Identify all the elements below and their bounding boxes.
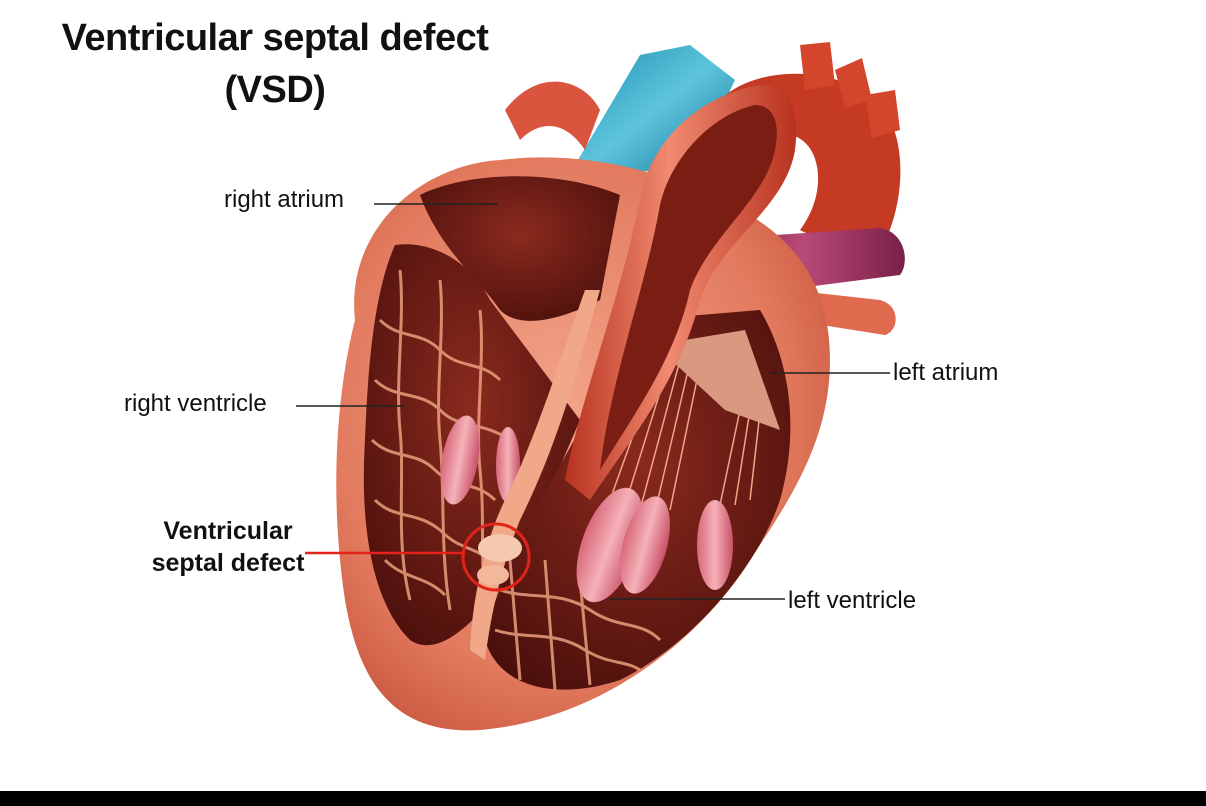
label-ventricular-septal-defect: Ventricular septal defect <box>130 515 326 579</box>
leader-lines <box>296 203 890 600</box>
title-line-1: Ventricular septal defect <box>61 17 489 59</box>
vsd-label-line-2: septal defect <box>151 549 305 577</box>
vsd-defect <box>478 534 522 562</box>
papillary-muscles <box>440 415 733 603</box>
right-ventricle-trabeculae <box>370 269 511 611</box>
bottom-bar <box>0 791 1206 806</box>
label-left-atrium: left atrium <box>893 359 999 386</box>
left-ventricle-trabeculae <box>494 559 662 691</box>
label-right-atrium: right atrium <box>224 186 345 213</box>
vsd-highlight-circle <box>461 522 531 592</box>
diagram-title: Ventricular septal defect (VSD) <box>30 12 520 116</box>
title-line-2: (VSD) <box>224 69 326 111</box>
right-atrium-chamber <box>420 176 620 321</box>
pulmonary-veins-right <box>505 81 600 150</box>
label-left-ventricle: left ventricle <box>788 587 917 614</box>
label-right-ventricle: right ventricle <box>124 390 267 417</box>
aortic-lumen <box>600 105 777 470</box>
vsd-label-line-1: Ventricular <box>163 517 293 545</box>
mitral-valve <box>655 330 780 430</box>
